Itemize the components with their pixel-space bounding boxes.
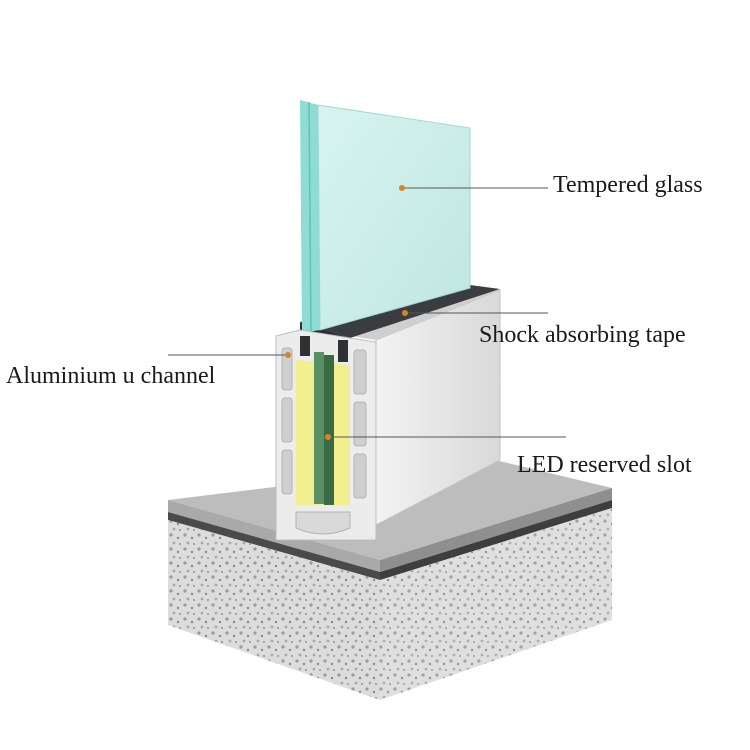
concrete-side-right: [380, 508, 612, 700]
label-aluminium-u-channel: Aluminium u channel: [6, 363, 216, 389]
profile-cavity-l3: [281, 449, 293, 495]
glass-in-channel: [314, 352, 324, 504]
profile-cavity-r3: [353, 453, 367, 499]
concrete-top-left: [168, 500, 380, 572]
label-led-reserved-slot: LED reserved slot: [517, 452, 692, 478]
profile-cavity-r1: [353, 349, 367, 395]
concrete-side-left: [168, 520, 380, 700]
profile-cavity-l2: [281, 397, 293, 443]
rubber-tape: [300, 285, 500, 338]
dot-channel: [285, 352, 291, 358]
label-shock-absorbing-tape: Shock absorbing tape: [479, 322, 686, 348]
label-tempered-glass: Tempered glass: [553, 172, 703, 198]
concrete-top-right: [380, 488, 612, 572]
marker-dots: [285, 185, 408, 440]
concrete-dark-band-right: [380, 500, 612, 580]
concrete-dark-band-left: [168, 512, 380, 580]
leader-lines: [168, 187, 566, 438]
dot-led: [325, 434, 331, 440]
profile-bottom-cavity: [295, 511, 351, 535]
glass-panel: [300, 100, 471, 334]
glass-face: [317, 104, 471, 331]
profile-cavity-r2: [353, 401, 367, 447]
concrete-base: [168, 460, 612, 700]
dot-tape: [402, 310, 408, 316]
dot-glass: [399, 185, 405, 191]
profile-cavity-l1: [281, 347, 293, 391]
